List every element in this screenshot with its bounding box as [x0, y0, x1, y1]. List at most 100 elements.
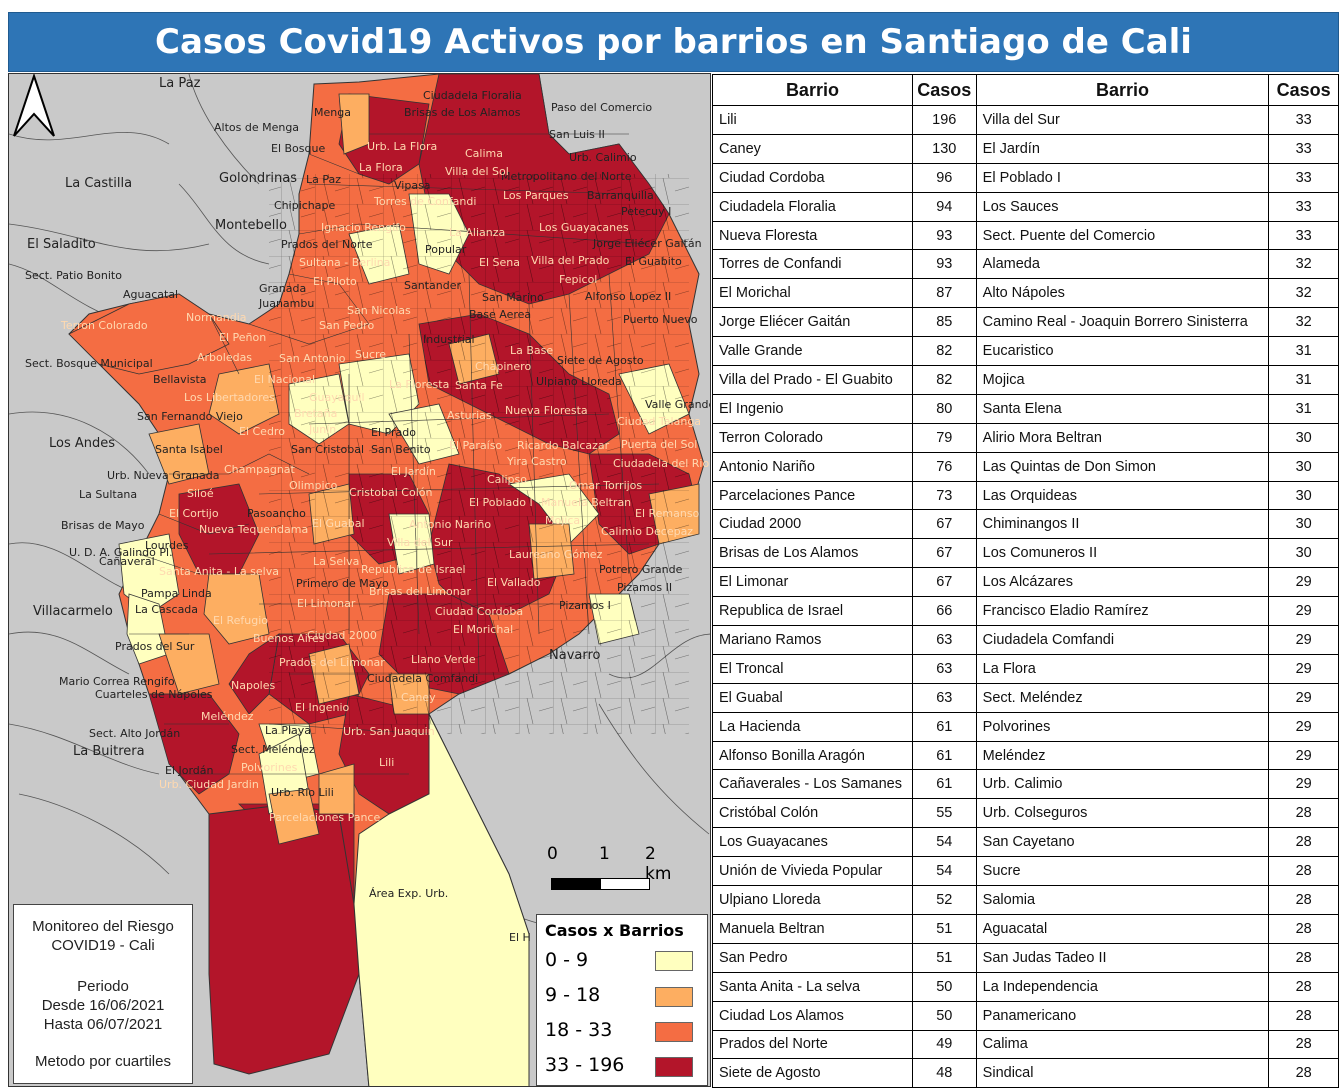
- map-label: Sucre: [355, 348, 387, 361]
- barrio-cell: Nueva Floresta: [712, 220, 913, 251]
- map-label: La Playa: [265, 724, 312, 737]
- casos-cell: 52: [911, 885, 977, 915]
- barrio-cell: Sucre: [975, 856, 1270, 887]
- casos-cell: 51: [911, 913, 977, 944]
- barrio-cell: Antonio Nariño: [712, 451, 913, 482]
- barrio-cell: La Hacienda: [712, 711, 913, 742]
- barrio-cell: Alirio Mora Beltran: [975, 422, 1270, 453]
- info-box: Monitoreo del Riesgo COVID19 - Cali Peri…: [13, 904, 193, 1084]
- casos-cell: 33: [1268, 162, 1339, 193]
- barrio-cell: Urb. Calimio: [975, 769, 1270, 800]
- casos-cell: 31: [1268, 393, 1339, 424]
- barrio-cell: Santa Anita - La selva: [712, 971, 913, 1002]
- map-label: Ciudad Cordoba: [435, 605, 524, 618]
- map-label: Normandia: [186, 311, 247, 324]
- barrio-cell: Villa del Sur: [975, 105, 1270, 135]
- casos-cell: 29: [1268, 682, 1339, 713]
- casos-cell: 66: [911, 596, 977, 627]
- map-label: Ciudad Talanga: [617, 415, 702, 428]
- casos-cell: 29: [1268, 769, 1339, 800]
- map-label: El Saladito: [27, 237, 96, 252]
- map-label: Urb. Ciudad Jardin: [159, 778, 259, 791]
- scale-bar: 0 1 2 km: [547, 844, 687, 904]
- barrio-cell: Parcelaciones Pance: [712, 480, 913, 511]
- map-label: Villa del Sol: [445, 165, 509, 178]
- map-label: La Floresta: [389, 378, 450, 391]
- map-label: Altos de Menga: [214, 121, 300, 134]
- casos-cell: 28: [1268, 1029, 1339, 1060]
- map-label: Menga: [314, 106, 351, 119]
- map-label: Republica de Israel: [361, 563, 466, 576]
- casos-cell: 28: [1268, 942, 1339, 973]
- casos-cell: 33: [1268, 133, 1339, 164]
- casos-cell: 29: [1268, 567, 1339, 598]
- map-label: San Fernando Viejo: [137, 410, 243, 423]
- casos-cell: 63: [911, 682, 977, 713]
- map-label: Los Parques: [503, 189, 569, 202]
- casos-cell: 80: [911, 393, 977, 424]
- map-label: Pasoancho: [247, 507, 306, 520]
- map-label: Sect. Meléndez: [231, 743, 315, 756]
- casos-cell: 55: [911, 798, 977, 829]
- map-label: El Limonar: [297, 597, 356, 610]
- barrio-cell: Urb. Colseguros: [975, 798, 1270, 829]
- map-label: Puerto Nuevo: [623, 313, 698, 326]
- casos-cell: 94: [911, 191, 977, 222]
- casos-cell: 49: [911, 1029, 977, 1060]
- map-label: La Paz: [159, 76, 201, 91]
- map-label: Alfonso Lopez II: [585, 290, 672, 303]
- map-label: Asturias: [447, 409, 492, 422]
- legend-swatch: [655, 1057, 693, 1077]
- casos-cell: 54: [911, 827, 977, 858]
- map-label: Aguacatal: [123, 288, 179, 301]
- barrio-cell: Los Guayacanes: [712, 827, 913, 858]
- legend: Casos x Barrios 0 - 9 9 - 18 18 - 33 33 …: [536, 914, 708, 1086]
- barrio-cell: Ciudadela Comfandi: [975, 625, 1270, 655]
- barrio-cell: Sect. Puente del Comercio: [975, 220, 1270, 251]
- choropleth-map[interactable]: La Paz La Castilla El Saladito Sect. Pat…: [8, 73, 711, 1087]
- barrio-cell: El Ingenio: [712, 393, 913, 424]
- casos-cell: 33: [1268, 191, 1339, 222]
- map-label: Junín: [309, 423, 337, 436]
- map-label: El Poblado I: [469, 496, 533, 509]
- map-label: El Vallado: [487, 576, 541, 589]
- casos-cell: 30: [1268, 538, 1339, 569]
- info-line: Monitoreo del Riesgo: [32, 918, 174, 935]
- map-label: Sultana - Berlina: [299, 256, 391, 269]
- map-label: El Morichal: [453, 623, 514, 636]
- casos-cell: 29: [1268, 625, 1339, 655]
- map-label: San Pedro: [319, 319, 375, 332]
- map-label: Brisas de Mayo: [61, 519, 145, 532]
- info-line: Desde 16/06/2021: [41, 997, 165, 1014]
- map-label: El Remanso: [635, 507, 700, 520]
- north-arrow-icon: [13, 74, 55, 137]
- casos-cell: 33: [1268, 105, 1339, 135]
- map-label: Llano Verde: [411, 653, 476, 666]
- map-label: Sect. Alto Jordán: [89, 727, 181, 740]
- map-label: Ciudad 2000: [307, 629, 377, 642]
- map-label: Arboledas: [197, 351, 253, 364]
- map-label: Villa del Prado: [531, 254, 610, 267]
- barrio-cell: San Cayetano: [975, 827, 1270, 858]
- barrio-cell: San Pedro: [712, 942, 913, 973]
- barrio-cell: Panamericano: [975, 1000, 1270, 1031]
- map-label: Base Aerea: [469, 308, 532, 321]
- barrio-cell: Eucaristico: [975, 336, 1270, 367]
- map-label: Industrial: [423, 333, 475, 346]
- map-label: Chapinero: [475, 360, 532, 373]
- barrio-cell: Santa Elena: [975, 393, 1270, 424]
- casos-cell: 31: [1268, 365, 1339, 395]
- barrio-cell: Cristóbal Colón: [712, 798, 913, 829]
- barrio-cell: Ciudadela Floralia: [712, 191, 913, 222]
- map-label: Cristobal Colón: [349, 486, 433, 499]
- map-label: El Cedro: [239, 425, 285, 438]
- map-label: Mario Correa Rengifo: [59, 675, 175, 688]
